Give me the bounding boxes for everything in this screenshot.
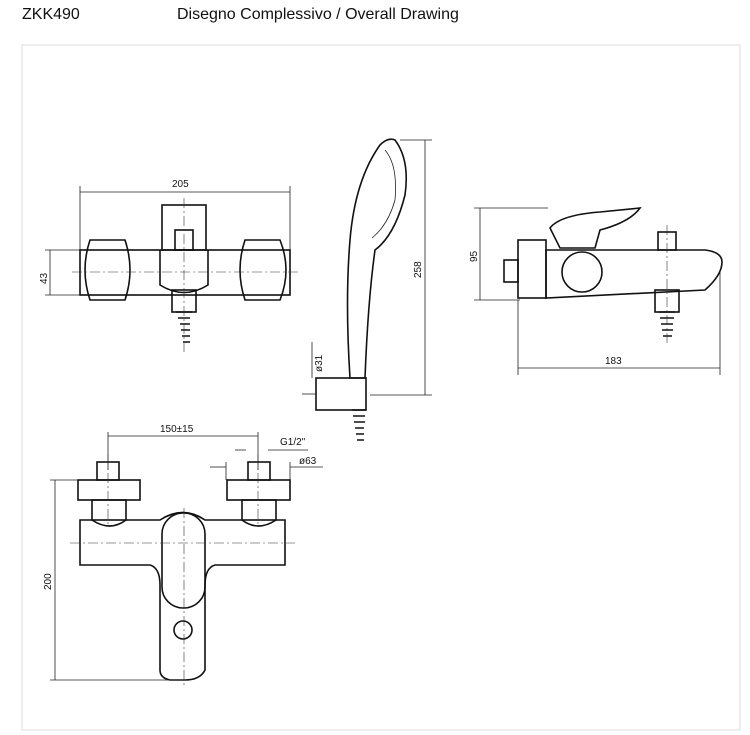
product-code: ZKK490 (22, 6, 80, 23)
front-view: 150±15 G1/2" ø63 200 (43, 424, 323, 685)
dim-205: 205 (172, 179, 189, 190)
dim-95: 95 (469, 250, 480, 262)
dim-183: 183 (605, 356, 622, 367)
drawing-frame (21, 44, 741, 731)
dim-200: 200 (43, 573, 54, 590)
dim-258: 258 (413, 261, 424, 278)
drawing-title: Disegno Complessivo / Overall Drawing (177, 6, 459, 23)
dim-43: 43 (39, 272, 50, 284)
dim-ø63: ø63 (299, 456, 317, 467)
hand-shower-view: 258 ø31 (302, 138, 432, 441)
dim-thread: G1/2" (280, 437, 306, 448)
side-view: 95 183 (469, 207, 723, 375)
top-view: 205 43 (39, 179, 298, 355)
dim-ø31: ø31 (314, 354, 325, 372)
dim-center-distance: 150±15 (160, 424, 194, 435)
